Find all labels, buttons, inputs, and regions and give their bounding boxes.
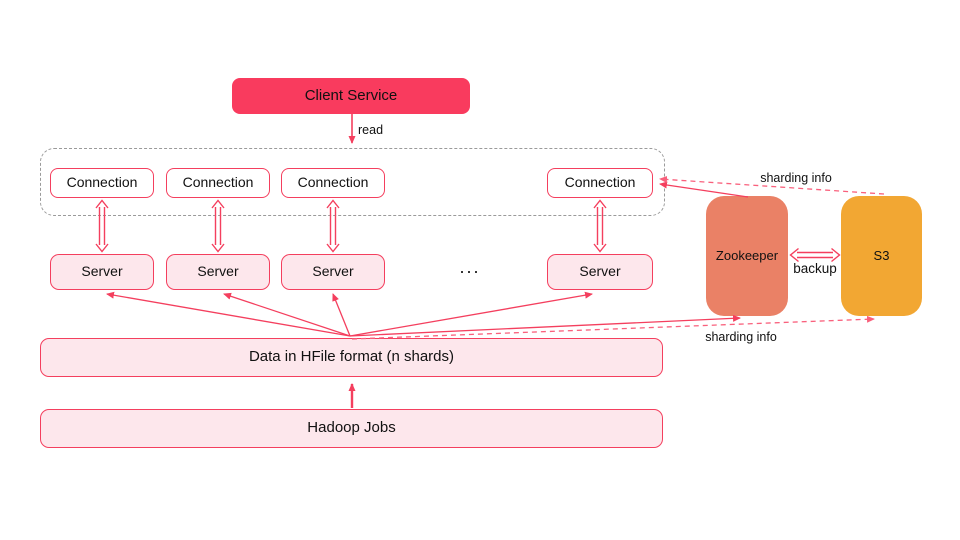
data-to-server3-arrow [332,293,351,337]
connection-node-4: Connection [547,168,653,198]
data-to-s3-arrow [351,315,875,340]
connection-label: Connection [297,174,369,191]
data-to-servers-arrows [106,291,593,337]
data-to-zookeeper-arrow [349,314,741,337]
zookeeper-node: Zookeeper [706,196,788,316]
server-label: Server [81,263,123,280]
data-to-server2-arrow [223,292,351,337]
read-edge-label: read [358,123,384,137]
connection-node-2: Connection [166,168,270,198]
connection-label: Connection [66,174,138,191]
client-service-label: Client Service [304,86,398,104]
server-node-1: Server [50,254,154,290]
s3-label: S3 [873,247,890,263]
s3-node: S3 [841,196,922,316]
data-to-server4-arrow [349,291,593,337]
backup-double-arrow [789,247,841,263]
hadoop-jobs-label: Hadoop Jobs [307,419,396,437]
server-label: Server [312,263,354,280]
data-hfile-node: Data in HFile format (n shards) [40,338,663,377]
sharding-info-bottom-label: sharding info [705,330,777,344]
server-node-2: Server [166,254,270,290]
zookeeper-label: Zookeeper [715,247,779,263]
server-node-4: Server [547,254,653,290]
connection-label: Connection [182,174,254,191]
data-to-server1-arrow [106,291,351,337]
connection-node-1: Connection [50,168,154,198]
connection-label: Connection [564,174,636,191]
server-label: Server [579,263,621,280]
connection-node-3: Connection [281,168,385,198]
ellipsis-label: ... [459,256,481,277]
client-service-node: Client Service [232,78,470,114]
backup-edge-label: backup [793,261,837,276]
hadoop-jobs-node: Hadoop Jobs [40,409,663,448]
server-label: Server [197,263,239,280]
server-node-3: Server [281,254,385,290]
data-hfile-label: Data in HFile format (n shards) [248,348,455,366]
sharding-info-top-label: sharding info [760,171,832,185]
